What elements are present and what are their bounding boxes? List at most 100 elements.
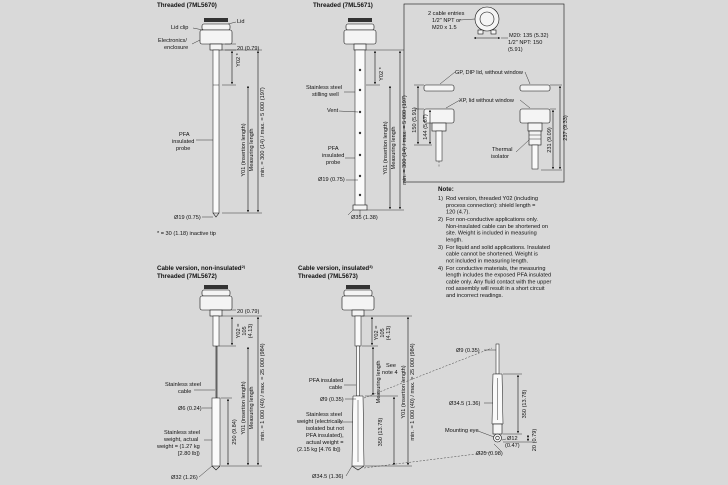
note-line: cable cannot be shortened. Weight is	[446, 252, 538, 258]
panel-title-sup: 3)	[369, 264, 373, 269]
m20-dim: M20: 135 (5.32)	[509, 33, 549, 39]
mounting-eye-label: Mounting eye	[445, 428, 479, 434]
cable-label-1: Stainless steel	[165, 382, 201, 388]
pfa-cable-label-2: cable	[329, 385, 342, 391]
thread	[353, 43, 367, 51]
dia19-label: Ø19 (0.75)	[174, 215, 201, 221]
measuring-length-label: Measuring length	[391, 127, 397, 170]
note-number: 3)	[438, 245, 443, 251]
dia9-label: Ø9 (0.35)	[320, 397, 344, 403]
weight-label-4: [2.80 lb])	[178, 451, 200, 457]
length-range-label: min. = 300 (14) / max. = 5 000 (197)	[260, 87, 266, 177]
lid	[345, 23, 375, 31]
y01-label: Y01 (insertion length)	[241, 381, 247, 434]
note-line: Non-insulated cable can be shortened on	[446, 224, 548, 230]
pfa-label-2: insulated	[172, 139, 194, 145]
y02-value: 105	[380, 328, 386, 337]
measuring-length-label: Measuring length	[249, 387, 255, 430]
lid	[343, 289, 373, 297]
enclosure	[341, 295, 375, 311]
note-line: length.	[446, 237, 463, 243]
dia25-label: Ø25 (0.98)	[476, 451, 503, 457]
dim-350: 350 (13.78)	[522, 390, 528, 419]
lid-top	[348, 18, 372, 22]
notes-title: Note:	[438, 186, 454, 193]
note-line: 120 (4.7).	[446, 210, 470, 216]
y02-value: 105	[242, 326, 248, 335]
notes-block: Note: 1)Rod version, threaded Y02 (inclu…	[438, 186, 551, 299]
note-line: For conductive materials, the measuring	[446, 266, 546, 272]
weight-label-6: (2.15 kg [4.76 lb])	[297, 447, 341, 453]
pfa-label-1: PFA	[179, 132, 190, 138]
entries-label-2: 1/2" NPT or	[432, 18, 461, 24]
entries-label-3: M20 x 1.5	[432, 25, 457, 31]
note-line: length includes the exposed PFA insulate…	[446, 273, 551, 279]
y02-label: Y02 =	[236, 324, 242, 339]
y02-inch: (4.13)	[386, 326, 392, 341]
panel-7ml5671: Threaded (7ML5671) Stainless steel still…	[306, 2, 408, 221]
note-number: 1)	[438, 196, 443, 202]
weight-label-1: Stainless steel	[306, 412, 342, 418]
dia6-label: Ø6 (0.24)	[178, 406, 202, 412]
enclosure-label: enclosure	[164, 45, 188, 51]
note-line: not included in measuring length.	[446, 258, 529, 264]
weight-label-4: PFA insulated),	[306, 433, 344, 439]
weight-label-3: isolated but not	[306, 426, 344, 432]
pfa-cable-label-1: PFA insulated	[309, 378, 343, 384]
thermal-label-1: Thermal	[492, 147, 513, 153]
dim-231: 231 (9.09)	[547, 127, 553, 153]
shield-rod	[212, 315, 220, 347]
y02-label: Y02 =	[374, 326, 380, 341]
note-line: site. Weight is included in measuring	[446, 231, 537, 237]
y01-label: Y01 (insertion length)	[401, 365, 407, 418]
npt-dim: 1/2" NPT: 150	[508, 40, 542, 46]
probe-rod	[212, 49, 220, 214]
note-number: 4)	[438, 266, 443, 272]
pfa-cable	[356, 345, 360, 397]
panel-enclosure-detail: 2 cable entries 1/2" NPT or M20 x 1.5 M2…	[403, 3, 569, 183]
shield-rod	[354, 315, 362, 347]
weight-label-2: weight, actual	[163, 437, 198, 443]
vent-holes	[358, 68, 362, 197]
electronics-label: Electronics/	[158, 38, 187, 44]
note-line: For liquid and solid applications. Insul…	[446, 245, 550, 251]
ss-label-2: stilling well	[312, 92, 339, 98]
cable-label-2: cable	[178, 389, 191, 395]
ss-label-1: Stainless steel	[306, 85, 342, 91]
detail-cable	[495, 343, 500, 375]
stilling-well	[354, 49, 366, 209]
npt-dim-2: (5.91)	[508, 47, 523, 53]
thread	[209, 43, 223, 51]
dim-20: 20 (0.79)	[237, 46, 260, 52]
panel-title-text: Cable version, insulated	[298, 265, 369, 272]
xp-lid-label: XP, lid without window	[459, 98, 515, 104]
note-number: 2)	[438, 217, 443, 223]
note-line: Rod version, threaded Y02 (including	[446, 196, 538, 202]
thermal-label-2: isolator	[491, 154, 509, 160]
see-note-2: note 4	[382, 370, 398, 376]
device-thermal-isolator	[519, 108, 551, 170]
panel-title-sup: 2)	[242, 264, 246, 269]
dia345-label: Ø34.5 (1.36)	[312, 474, 344, 480]
dim-350: 350 (13.78)	[378, 418, 384, 447]
see-note-1: See	[386, 363, 396, 369]
note-line: cable only. Any fluid contact with the u…	[446, 279, 551, 285]
pfa-label-2: insulated	[322, 153, 344, 159]
length-range-label: min. = 1 000 (40) / max. = 25 000 (984)	[410, 343, 416, 440]
y02-inch: (4.13)	[248, 324, 254, 339]
measuring-length-label: Measuring length	[249, 129, 255, 172]
lid-clip-label: Lid clip	[171, 25, 188, 31]
pfa-label-3: probe	[176, 146, 190, 152]
entries-label-1: 2 cable entries	[428, 11, 465, 17]
dim-20: 20 (0.79)	[532, 429, 538, 452]
weight-label-3: weight = (1.27 kg	[156, 444, 200, 450]
note-line: process connection): shield length =	[446, 203, 535, 209]
panel-7ml5670: Threaded (7ML5670) Lid clip Lid Electron…	[157, 2, 266, 237]
note-line: For non-conductive applications only.	[446, 217, 538, 223]
dim-237: 237 (9.33)	[563, 115, 569, 141]
panel-title-text: Cable version, non-insulated	[157, 265, 242, 272]
dia9-label: Ø9 (0.35)	[456, 348, 480, 354]
dia345-label: Ø34.5 (1.36)	[449, 401, 481, 407]
panel-weight-detail: Ø9 (0.35) Ø34.5 (1.36) 350 (13.78) Mount…	[445, 343, 538, 457]
